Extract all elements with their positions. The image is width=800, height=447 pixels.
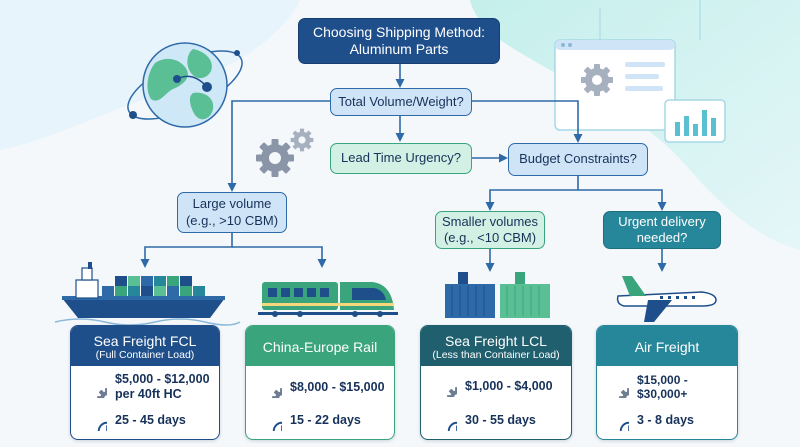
- condition-smaller-line1: Smaller volumes: [441, 213, 539, 229]
- option-cost-unit: per 40ft HC: [115, 387, 182, 401]
- clock-icon: [260, 409, 282, 431]
- option-time-row: 25 - 45 days: [71, 408, 219, 432]
- option-title: Sea Freight FCL: [93, 332, 197, 349]
- option-cost: $8,000 - $15,000: [290, 380, 385, 394]
- option-time-row: 15 - 22 days: [246, 406, 394, 434]
- option-time-row: 3 - 8 days: [597, 406, 737, 434]
- globe-icon: [127, 42, 243, 128]
- option-cost: $15,000 - $30,000+: [637, 373, 688, 401]
- container-icon: [445, 272, 550, 318]
- option-cost: $5,000 - $12,000: [115, 372, 210, 386]
- condition-smaller-volumes: Smaller volumes (e.g., <10 CBM): [435, 211, 545, 249]
- decision-volume-label: Total Volume/Weight?: [338, 93, 464, 109]
- option-cost: $1,000 - $4,000: [465, 379, 553, 393]
- option-title: Sea Freight LCL: [445, 332, 547, 349]
- condition-smaller-line2: (e.g., <10 CBM): [443, 230, 537, 245]
- gear-icon: [260, 376, 282, 398]
- option-subtitle: (Full Container Load): [95, 348, 195, 361]
- title-line1: Choosing Shipping Method:: [312, 24, 485, 40]
- option-cost-row: $1,000 - $4,000: [421, 366, 571, 406]
- gear-icon-decor-2: [290, 128, 314, 152]
- bg-blob-right: [470, 0, 800, 250]
- option-time: 25 - 45 days: [115, 413, 186, 427]
- option-card-rail: China-Europe Rail $8,000 - $15,000 15 - …: [245, 325, 395, 440]
- title-line2: Aluminum Parts: [349, 41, 449, 57]
- clock-icon: [435, 409, 457, 431]
- option-time-row: 30 - 55 days: [421, 406, 571, 434]
- clock-icon: [85, 409, 107, 431]
- dashboard-icon: [554, 0, 726, 143]
- gear-icon: [435, 375, 457, 397]
- train-icon: [258, 282, 398, 317]
- condition-urgent-line1: Urgent delivery: [618, 213, 706, 229]
- option-cost-row: $5,000 - $12,000 per 40ft HC: [71, 366, 219, 408]
- option-card-sea-fcl: Sea Freight FCL (Full Container Load) $5…: [70, 325, 220, 440]
- option-card-sea-lcl: Sea Freight LCL (Less than Container Loa…: [420, 325, 572, 440]
- option-card-header: Sea Freight LCL (Less than Container Loa…: [421, 326, 571, 366]
- condition-large-line1: Large volume: [192, 196, 272, 212]
- connector-lines: [140, 64, 667, 272]
- condition-urgent-line2: needed?: [636, 230, 688, 245]
- option-title: Air Freight: [634, 339, 700, 355]
- decision-lead-time: Lead Time Urgency?: [330, 143, 472, 174]
- option-time: 30 - 55 days: [465, 413, 536, 427]
- condition-large-line2: (e.g., >10 CBM): [185, 212, 279, 228]
- condition-large-volume: Large volume (e.g., >10 CBM): [177, 192, 287, 233]
- option-card-air: Air Freight $15,000 - $30,000+ 3 - 8 day…: [596, 325, 738, 440]
- decision-budget-label: Budget Constraints?: [519, 151, 637, 167]
- flowchart-title: Choosing Shipping Method: Aluminum Parts: [298, 18, 500, 64]
- decision-budget: Budget Constraints?: [508, 143, 648, 176]
- plane-icon: [616, 276, 717, 322]
- decision-volume: Total Volume/Weight?: [330, 88, 472, 116]
- clock-icon: [607, 409, 629, 431]
- condition-urgent-delivery: Urgent delivery needed?: [603, 211, 721, 249]
- ship-icon: [54, 262, 241, 326]
- gear-icon: [607, 376, 629, 398]
- option-title: China-Europe Rail: [262, 339, 378, 355]
- option-cost-row: $8,000 - $15,000: [246, 368, 394, 406]
- option-time: 3 - 8 days: [637, 413, 694, 427]
- decision-lead-time-label: Lead Time Urgency?: [341, 150, 461, 166]
- option-subtitle: (Less than Container Load): [432, 348, 560, 361]
- option-card-header: Air Freight: [597, 326, 737, 366]
- option-card-header: China-Europe Rail: [246, 326, 394, 366]
- option-time: 15 - 22 days: [290, 413, 361, 427]
- option-card-header: Sea Freight FCL (Full Container Load): [71, 326, 219, 366]
- gear-icon: [85, 376, 107, 398]
- gear-icon-decor-1: [256, 139, 294, 177]
- option-cost-row: $15,000 - $30,000+: [597, 368, 737, 406]
